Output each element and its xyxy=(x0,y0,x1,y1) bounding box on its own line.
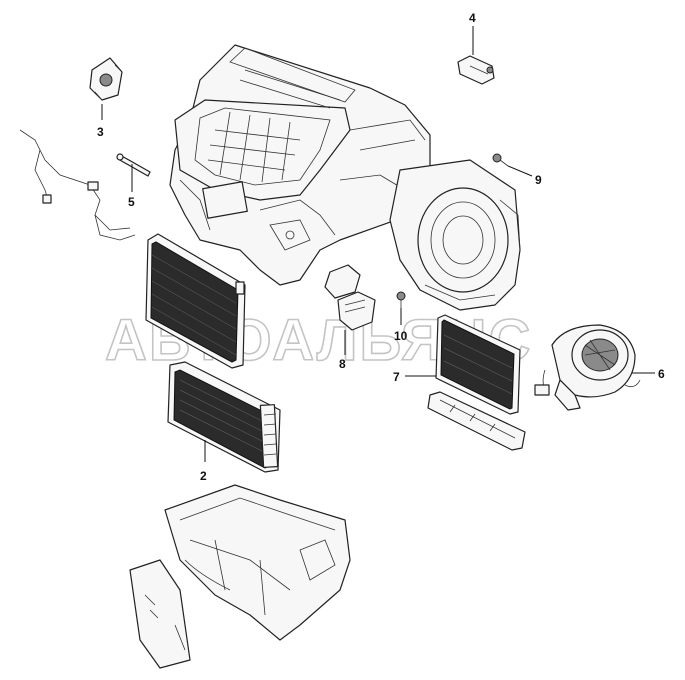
blower-scroll-housing xyxy=(389,159,521,311)
temperature-sensor xyxy=(457,55,495,85)
blower-motor xyxy=(534,324,641,411)
mode-door-actuator xyxy=(89,57,123,101)
callout-label: 5 xyxy=(128,195,135,209)
filter-cover xyxy=(427,391,526,451)
heater-core xyxy=(167,361,281,473)
callout-label: 6 xyxy=(658,367,665,381)
callout-labels: 2 3 4 5 6 7 8 9 10 xyxy=(97,11,665,483)
callout-label: 9 xyxy=(535,173,542,187)
drain-tube xyxy=(116,153,151,177)
callout-label: 4 xyxy=(469,11,476,25)
callout-label: 7 xyxy=(393,370,400,384)
wiring-harness xyxy=(19,129,136,241)
callout-label: 3 xyxy=(97,125,104,139)
leader-lines xyxy=(101,26,655,462)
cabin-air-filter xyxy=(435,314,521,415)
hvac-housing xyxy=(169,44,431,286)
side-flap xyxy=(129,559,191,669)
screw-9 xyxy=(492,153,509,167)
blower-resistor-module xyxy=(324,264,376,331)
callout-label: 2 xyxy=(200,469,207,483)
evaporator-core xyxy=(145,233,246,369)
lower-case xyxy=(164,484,351,641)
screw-10 xyxy=(396,291,406,308)
callout-label: 10 xyxy=(394,329,408,343)
callout-label: 8 xyxy=(339,357,346,371)
